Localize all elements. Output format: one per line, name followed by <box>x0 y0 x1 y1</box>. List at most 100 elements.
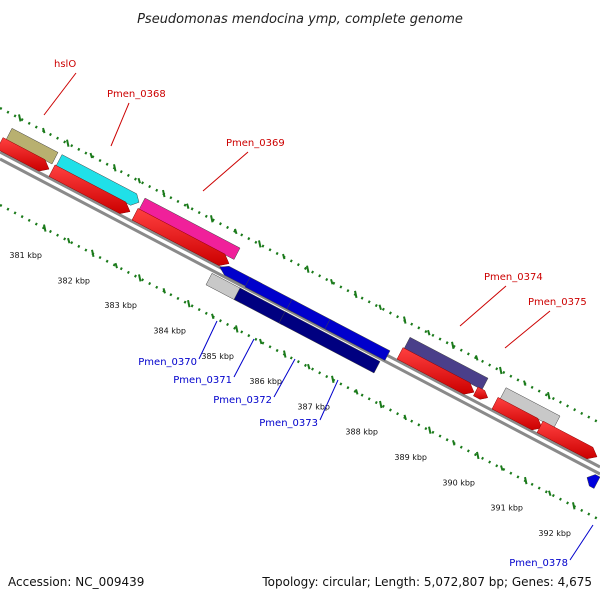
reverse-minor-tick <box>548 490 552 497</box>
forward-minor-tick <box>234 228 238 235</box>
leader-line <box>233 338 255 378</box>
tick-label: 388 kbp <box>345 428 378 437</box>
forward-tick <box>210 215 214 223</box>
forward-minor-tick <box>523 380 527 386</box>
leader-line <box>198 320 218 360</box>
topology-text: Topology: circular; Length: 5,072,807 bp… <box>261 575 592 589</box>
leader-line <box>319 379 339 421</box>
reverse-tick <box>524 476 528 485</box>
reverse-minor-tick <box>67 237 71 244</box>
cds-arrow[interactable] <box>396 347 475 395</box>
genes-layer <box>5 127 600 489</box>
reverse-minor-tick <box>211 313 215 320</box>
cds-arrow[interactable] <box>0 137 50 172</box>
forward-minor-tick <box>186 203 190 209</box>
forward-minor-tick <box>475 355 479 361</box>
accession-text: Accession: NC_009439 <box>8 575 144 589</box>
forward-ruler-track <box>0 106 600 425</box>
gene-label-pmen_0378[interactable]: Pmen_0378 <box>509 558 568 569</box>
gene-pmen_0368[interactable] <box>55 154 140 206</box>
reverse-tick <box>187 299 191 308</box>
leader-line <box>43 72 77 116</box>
tick-label: 381 kbp <box>9 251 42 260</box>
forward-tick <box>499 366 503 375</box>
gene-label-pmen_0375[interactable]: Pmen_0375 <box>528 297 587 308</box>
reverse-tick <box>379 400 383 409</box>
reverse-tick <box>572 502 576 510</box>
tick-label: 384 kbp <box>153 327 186 336</box>
gene-label-pmen_0371[interactable]: Pmen_0371 <box>173 375 232 386</box>
leader-line <box>273 358 296 398</box>
reverse-minor-tick <box>162 288 166 294</box>
leader-line <box>569 524 594 561</box>
cds-layer <box>0 137 598 460</box>
tick-label: 383 kbp <box>104 301 137 310</box>
gene-label-pmen_0372[interactable]: Pmen_0372 <box>213 395 272 406</box>
gene-pmen_0371[interactable] <box>324 318 391 361</box>
tick-label: 392 kbp <box>538 529 571 538</box>
gene-label-pmen_0368[interactable]: Pmen_0368 <box>107 89 166 100</box>
gene-pmen_0375[interactable] <box>499 387 561 428</box>
reverse-minor-tick <box>452 440 456 446</box>
reverse-minor-tick <box>500 465 504 471</box>
gene-pmen_0372[interactable] <box>278 311 381 374</box>
leader-line <box>110 102 130 147</box>
leader-line <box>504 310 551 349</box>
reverse-tick <box>91 249 95 258</box>
gene-label-hslo[interactable]: hslO <box>54 59 76 70</box>
forward-tick <box>354 290 358 299</box>
gene-hslo[interactable] <box>5 127 59 165</box>
tick-label: 385 kbp <box>201 352 234 361</box>
forward-tick <box>18 114 22 122</box>
cds-arrow[interactable] <box>473 386 489 400</box>
forward-tick <box>162 189 166 198</box>
forward-minor-tick <box>89 152 93 159</box>
forward-tick <box>306 265 310 273</box>
gene-label-pmen_0369[interactable]: Pmen_0369 <box>226 138 285 149</box>
reverse-tick <box>331 375 335 384</box>
tick-label: 391 kbp <box>490 504 523 513</box>
cds-arrow[interactable] <box>491 397 543 431</box>
gene-label-pmen_0374[interactable]: Pmen_0374 <box>484 272 543 283</box>
cds-arrow[interactable] <box>536 420 598 460</box>
gene-pmen_0373[interactable] <box>586 474 600 489</box>
forward-tick <box>451 341 455 350</box>
forward-minor-tick <box>330 278 334 285</box>
forward-minor-tick <box>282 253 286 260</box>
cds-arrow[interactable] <box>48 164 131 214</box>
gene-label-pmen_0370[interactable]: Pmen_0370 <box>138 357 197 368</box>
gene-pmen_0369[interactable] <box>138 197 241 260</box>
gene-label-pmen_0373[interactable]: Pmen_0373 <box>259 418 318 429</box>
forward-tick <box>403 316 407 324</box>
map-title: Pseudomonas mendocina ymp, complete geno… <box>137 12 463 27</box>
genome-backbone-inner <box>0 157 600 476</box>
reverse-ruler-track <box>0 203 600 522</box>
leader-line <box>202 151 249 192</box>
reverse-minor-tick <box>114 262 118 269</box>
forward-tick <box>547 391 551 400</box>
forward-tick <box>113 164 117 172</box>
reverse-tick <box>43 224 47 232</box>
reverse-minor-tick <box>259 338 263 345</box>
forward-tick <box>258 240 262 248</box>
reverse-minor-tick <box>403 414 407 421</box>
reverse-tick <box>138 274 142 282</box>
tick-label: 382 kbp <box>57 276 90 285</box>
forward-minor-tick <box>427 329 431 336</box>
forward-minor-tick <box>137 177 141 184</box>
leader-line <box>459 285 507 327</box>
reverse-tick <box>283 350 287 358</box>
tick-label: 390 kbp <box>442 478 475 487</box>
tick-label: 387 kbp <box>297 402 330 411</box>
cds-arrow[interactable] <box>131 208 230 266</box>
reverse-tick <box>428 426 432 434</box>
forward-minor-tick <box>378 304 382 311</box>
gene-pmen_0374[interactable] <box>403 336 489 391</box>
reverse-tick <box>476 451 480 460</box>
reverse-minor-tick <box>355 389 359 395</box>
reverse-minor-tick <box>307 363 311 370</box>
forward-minor-tick <box>42 127 46 134</box>
